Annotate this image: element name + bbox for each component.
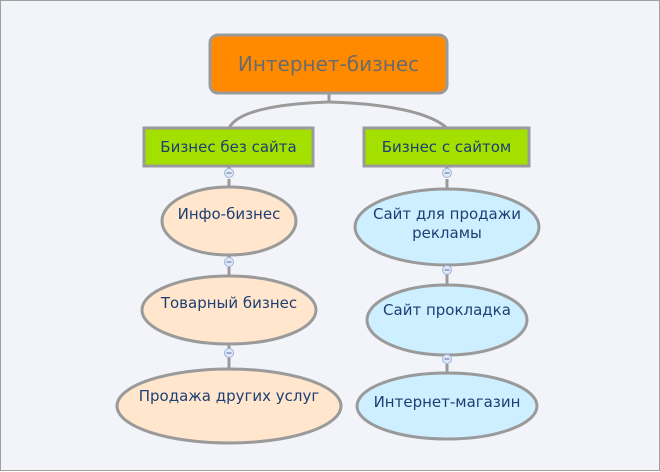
- branch-label-with-site: Бизнес с сайтом: [381, 137, 512, 156]
- collapse-toggle-icon[interactable]: [224, 168, 234, 178]
- leaf-label: Товарный бизнес: [160, 293, 298, 312]
- root-node-label: Интернет-бизнес: [237, 51, 420, 76]
- collapse-toggle-icon[interactable]: [442, 168, 452, 178]
- leaf-label: Сайт для продажи рекламы: [372, 205, 521, 242]
- collapse-toggle-icon[interactable]: [442, 354, 452, 364]
- branch-node-shape[interactable]: [362, 126, 531, 168]
- branch-node-shape[interactable]: [142, 126, 315, 168]
- leaf-node-shape[interactable]: [115, 367, 343, 445]
- collapse-toggle-icon[interactable]: [442, 265, 452, 275]
- collapse-toggle-icon[interactable]: [224, 257, 234, 267]
- leaf-node-shape[interactable]: [140, 274, 318, 346]
- branch-label-no-site: Бизнес без сайта: [160, 137, 297, 156]
- connector-root: [227, 93, 331, 129]
- leaf-label: Продажа других услуг: [138, 386, 320, 405]
- connector-root: [328, 100, 448, 130]
- leaf-label: Сайт прокладка: [383, 300, 511, 319]
- collapse-toggle-icon[interactable]: [224, 348, 234, 358]
- leaf-label: Инфо-бизнес: [177, 204, 281, 223]
- root-node-shape[interactable]: [208, 33, 449, 95]
- leaf-label: Интернет-магазин: [373, 392, 521, 411]
- leaf-node-shape[interactable]: [160, 185, 298, 257]
- leaf-node-shape[interactable]: [355, 371, 539, 441]
